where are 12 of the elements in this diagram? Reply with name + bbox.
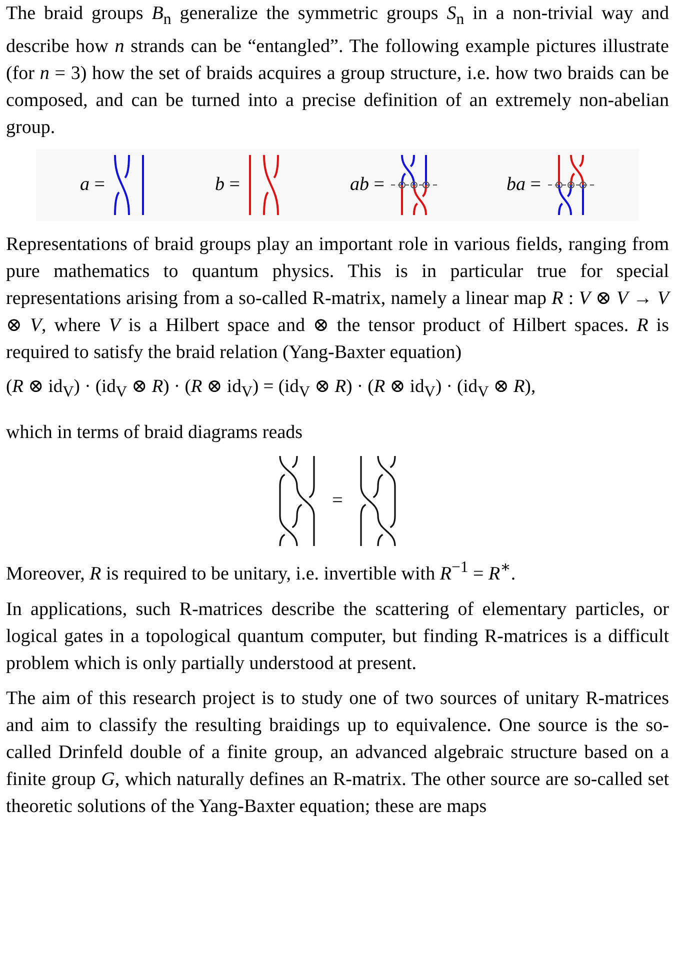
- equation: (R ⊗ id$_{V}$) · (id$_{V}$ ⊗ R) · (R ⊗ id$_{V}$) = (id$_{V}$ ⊗ R) · (R ⊗ id$_{V}$) · (id$_{V}$ ⊗ R),: [6, 376, 537, 402]
- paragraph: which in terms of braid diagrams reads: [6, 421, 304, 446]
- braid-label: b =: [215, 174, 240, 196]
- braid-label: a =: [80, 174, 105, 196]
- paragraph: In applications, such R-matrices describe the scattering of elementary particles, or logical gates in a topological quantum computer, but finding R-matrices is a difficult problem which is only partially understood at present.: [6, 598, 669, 676]
- braid-label: ab =: [350, 174, 384, 196]
- equals-sign: =: [332, 490, 343, 512]
- paragraph: Representations of braid groups play an important role in various fields, ranging from pure mathematics to quantum physics. This is in particular true for special representations arising from a so-called R-matrix, namely a linear map R : V ⊗ V → V ⊗ V, where V is a Hilbert space and ⊗ the tensor product of Hilbert spaces. R is required to satisfy the braid relation (Yang-Baxter equation): [6, 232, 669, 365]
- paragraph: Moreover, R is required to be unitary, i.e. invertible with R$^{−1}$ = R$^{∗}$.: [6, 558, 517, 587]
- paragraph: The aim of this research project is to study one of two sources of unitary R-matrices and aim to classify the resulting braidings up to equivalence. One source is the so-called Drinfeld double of a finite group, an advanced algebraic structure based on a finite group G, which naturally defines an R-matrix. The other source are so-called set theoretic solutions of the Yang-Baxter equation; these are maps: [6, 686, 669, 819]
- braid-label: ba =: [506, 174, 541, 196]
- paragraph: The braid groups B$_{n}$ generalize the symmetric groups S$_{n}$ in a non-trivial way and describe how n strands can be “entangled”. The following example pictures illustrate (for n = 3) how the set of braids acquires a group structure, i.e. how two braids can be composed, and can be turned into a precise definition of an extremely non-abelian group.: [6, 2, 669, 140]
